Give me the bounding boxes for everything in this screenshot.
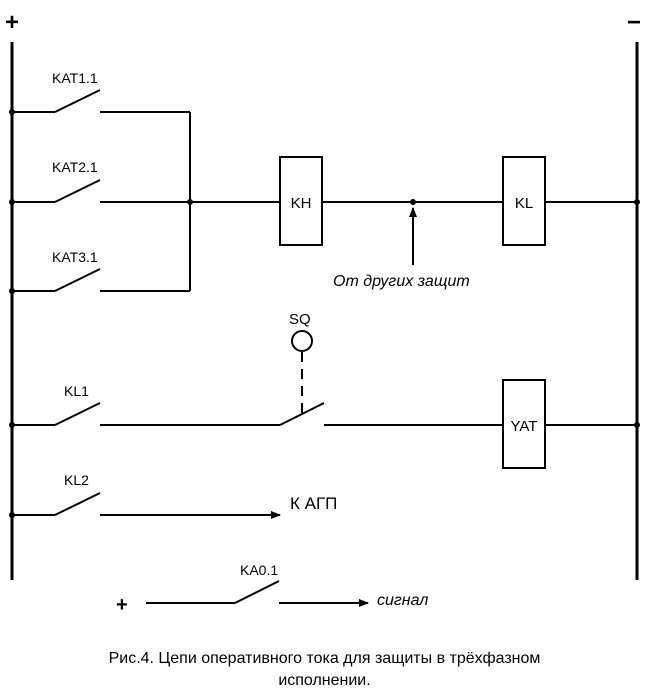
contact-kl2-label: KL2: [64, 472, 89, 488]
figure-caption-line1: Рис.4. Цепи оперативного тока для защиты…: [108, 650, 541, 667]
figure-caption-line2: исполнении.: [278, 672, 371, 689]
relay-kh-label: KH: [291, 195, 312, 212]
rail-junction: [634, 199, 640, 205]
contact-ka0: [146, 580, 280, 604]
rail-junction: [9, 288, 15, 294]
contact-kl2: [12, 492, 101, 516]
rail-junction: [9, 199, 15, 205]
plus-rail-label: +: [5, 9, 19, 36]
signal-plus-label: +: [116, 594, 128, 616]
coil-yat: [502, 379, 546, 469]
contact-kat2: [12, 179, 280, 203]
kat-bus-junction: [187, 199, 193, 205]
signal-label: сигнал: [377, 592, 428, 609]
contact-kat3-label: KAT3.1: [52, 249, 98, 265]
contact-ka0-label: KA0.1: [240, 562, 278, 578]
contact-kat2-label: KAT2.1: [52, 159, 98, 175]
other-protections-junction: [410, 199, 416, 205]
minus-rail-label: −: [627, 9, 641, 36]
relay-kl: [502, 156, 546, 246]
switch-sq-symbol: [291, 330, 313, 352]
switch-sq-label: SQ: [289, 311, 311, 328]
other-protections-label: От других защит: [333, 273, 470, 290]
contact-kl1: [12, 402, 280, 426]
relay-kl-label: KL: [515, 195, 533, 212]
contact-kat3: [12, 268, 190, 292]
contact-kl1-label: KL1: [64, 383, 89, 399]
contact-sq: [279, 402, 503, 426]
figure-caption: Рис.4. Цепи оперативного тока для защиты…: [40, 648, 609, 692]
contact-kat1-label: KAT1.1: [52, 70, 98, 86]
to-agp-label: К АГП: [290, 494, 337, 513]
contact-kat1: [12, 89, 190, 113]
rail-junction: [9, 109, 15, 115]
coil-yat-label: YAT: [511, 418, 538, 435]
